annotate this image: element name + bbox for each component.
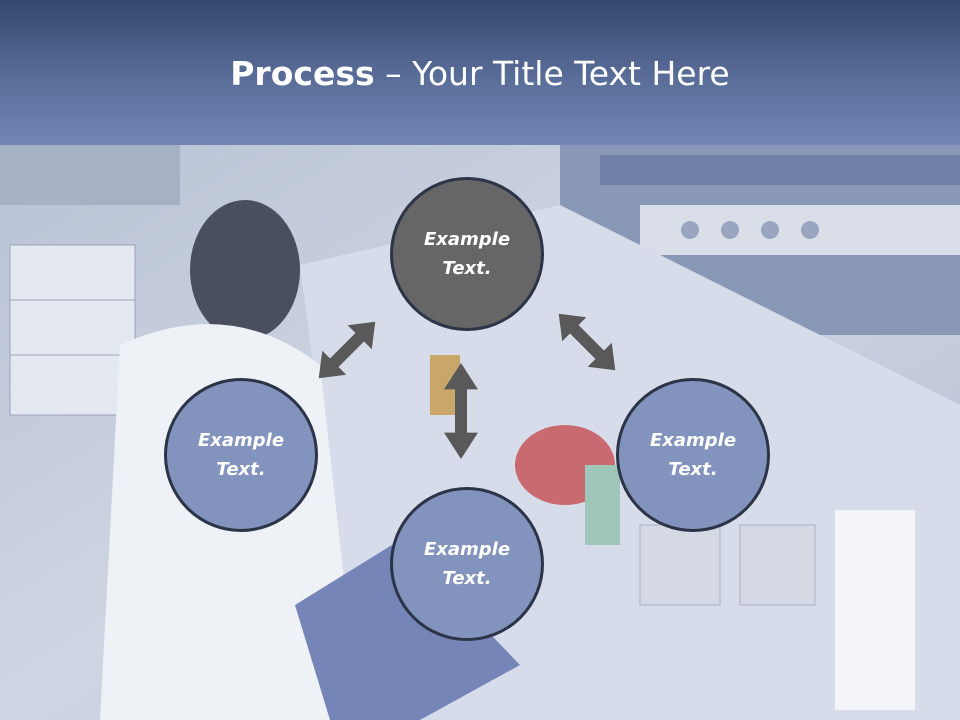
node-top: Example Text.: [390, 177, 544, 331]
node-top-label: Example Text.: [423, 229, 511, 279]
slide-title: Process – Your Title Text Here: [0, 52, 960, 96]
title-bold: Process: [230, 54, 375, 93]
arrow-vertical: [444, 363, 478, 459]
title-rest: – Your Title Text Here: [374, 54, 730, 93]
node-left: Example Text.: [164, 378, 318, 532]
node-bottom-label: Example Text.: [423, 539, 511, 589]
title-bar: [0, 0, 960, 145]
node-right: Example Text.: [616, 378, 770, 532]
node-right-label: Example Text.: [649, 430, 737, 480]
arrow-top-right: [546, 301, 628, 383]
node-left-label: Example Text.: [197, 430, 285, 480]
arrow-top-left: [306, 309, 388, 391]
node-bottom: Example Text.: [390, 487, 544, 641]
